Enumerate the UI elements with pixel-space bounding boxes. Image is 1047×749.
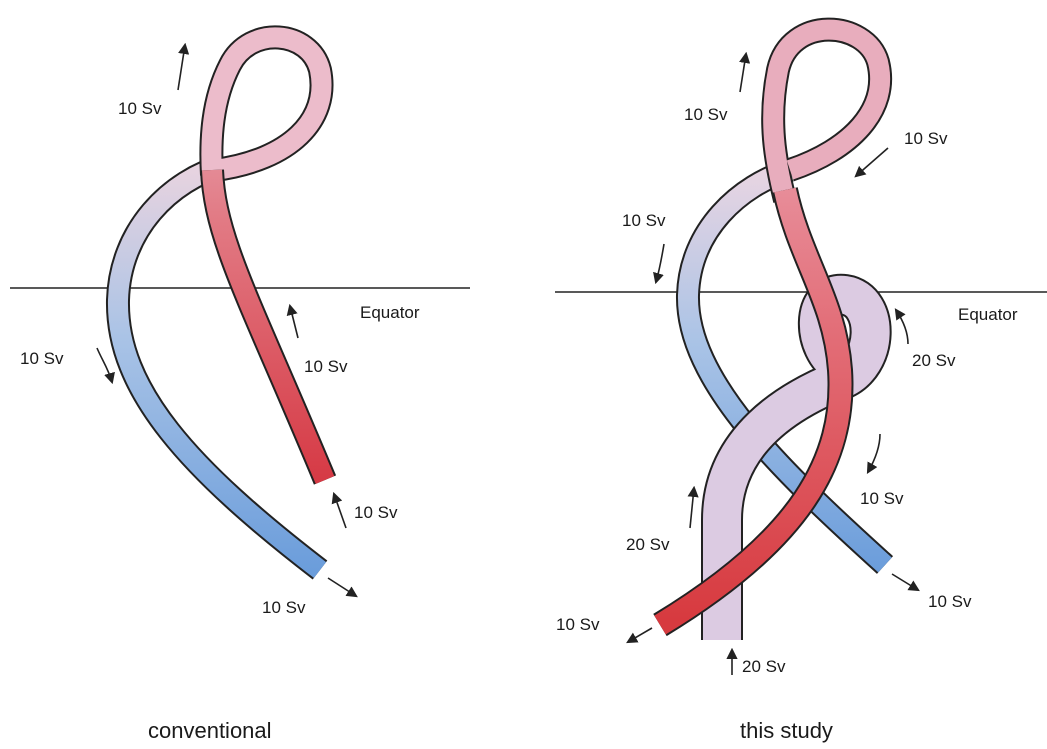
flow-label: 10 Sv — [622, 211, 666, 230]
flow-arrow — [740, 54, 746, 92]
flow-arrow — [328, 578, 356, 596]
panel-caption: conventional — [148, 718, 272, 743]
flow-label: 10 Sv — [684, 105, 728, 124]
flow-label: 10 Sv — [556, 615, 600, 634]
flow-label: 10 Sv — [20, 349, 64, 368]
flow-arrow — [856, 148, 888, 176]
flow-arrow — [290, 306, 298, 338]
flow-label: 10 Sv — [904, 129, 948, 148]
equator-label: Equator — [360, 303, 420, 322]
flow-label: 20 Sv — [742, 657, 786, 676]
flow-arrow — [690, 488, 694, 528]
flow-arrow — [178, 45, 185, 90]
flow-label: 10 Sv — [262, 598, 306, 617]
flow-label: 10 Sv — [304, 357, 348, 376]
flow-arrow — [868, 434, 880, 472]
panel-conventional: 10 Sv 10 Sv 10 Sv 10 Sv 10 Sv Equator co… — [10, 37, 470, 743]
flow-arrow — [334, 494, 346, 528]
flow-label: 10 Sv — [860, 489, 904, 508]
equator-label: Equator — [958, 305, 1018, 324]
flow-label: 10 Sv — [928, 592, 972, 611]
flow-arrow — [896, 310, 908, 344]
flow-label: 20 Sv — [912, 351, 956, 370]
panel-caption: this study — [740, 718, 833, 743]
flow-arrow — [656, 244, 664, 282]
flow-arrow — [97, 348, 112, 382]
panel-this-study: 10 Sv 10 Sv 10 Sv 20 Sv 10 Sv 20 Sv 10 S… — [555, 30, 1047, 743]
flow-label: 10 Sv — [118, 99, 162, 118]
flow-label: 10 Sv — [354, 503, 398, 522]
flow-arrow — [892, 574, 918, 590]
flow-arrow — [628, 628, 652, 642]
flow-label: 20 Sv — [626, 535, 670, 554]
